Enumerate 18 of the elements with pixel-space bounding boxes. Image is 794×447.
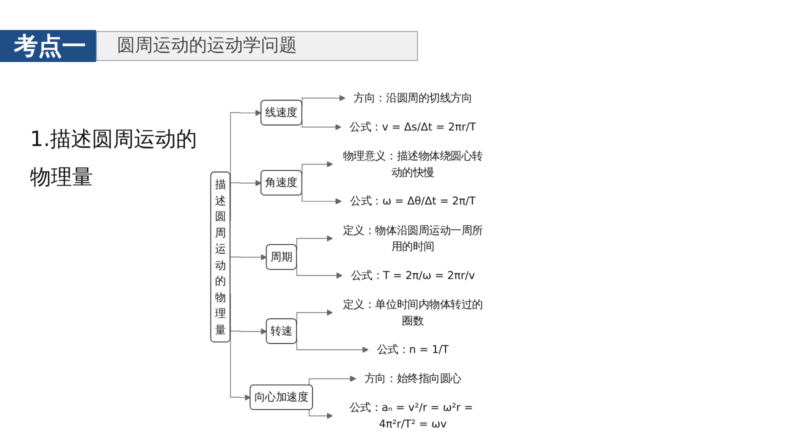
node-text: 公式：n = 1/T <box>376 343 449 356</box>
node-text: 定义：物体沿圆周运动一周所用的时间 <box>342 224 483 253</box>
node-text: 方向：始终指向圆心 <box>364 372 462 386</box>
node-text: 公式：ω = Δθ/Δt = 2π/T <box>350 194 476 208</box>
node-text: 方向：沿圆周的切线方向 <box>354 91 472 104</box>
node-text: 物理意义：描述物体绕圆心转动的快慢 <box>342 150 483 179</box>
arrow <box>302 192 342 204</box>
section-badge: 考点一 <box>0 30 96 62</box>
node-text: 公式：T = 2π/ω = 2πr/v <box>350 268 475 282</box>
arrow <box>302 161 333 174</box>
node-text: 定义：单位时间内物体转过的圈数 <box>342 298 483 327</box>
topic-heading: 1.描述圆周运动的物理量 <box>30 126 198 191</box>
node-text: 公式：aₙ = v²/r = ω²r = 4π²r/T² = ωv <box>349 401 474 430</box>
arrow <box>230 254 267 260</box>
arrow <box>308 376 356 386</box>
section-title: 圆周运动的运动学问题 <box>96 31 418 61</box>
node-text: 公式：v = Δs/Δt = 2πr/T <box>350 120 476 134</box>
arrow <box>308 410 333 419</box>
